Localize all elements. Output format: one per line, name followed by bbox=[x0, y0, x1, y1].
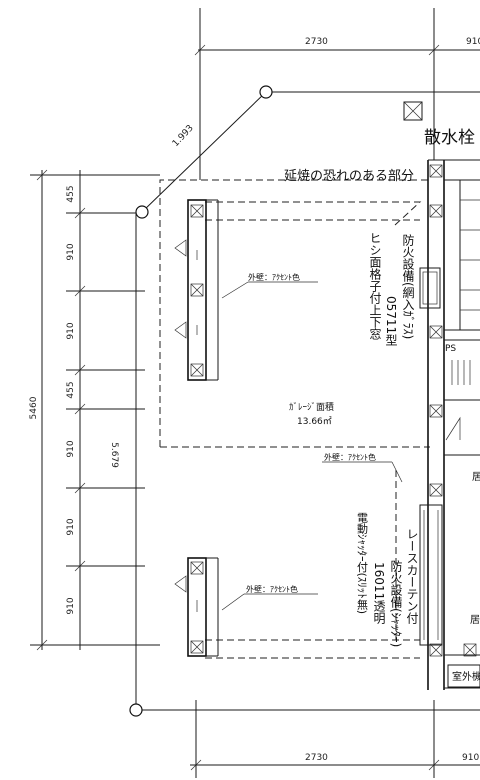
outer-wall-accent-label-3: 外壁：ｱｸｾﾝﾄ色 bbox=[246, 584, 298, 594]
dim-bottom-2730: 2730 bbox=[305, 753, 328, 763]
reference-point-bottom bbox=[129, 703, 143, 717]
dim-top-910: 910 bbox=[466, 37, 480, 47]
dim-left-seg-3: 910 bbox=[66, 322, 76, 339]
room-label-partial-1: 居 bbox=[472, 471, 480, 483]
dim-bottom-910: 910 bbox=[462, 753, 479, 763]
dim-top-2730: 2730 bbox=[305, 37, 328, 47]
dim-left-seg-2: 910 bbox=[66, 243, 76, 260]
garage-outline bbox=[205, 201, 422, 659]
room-label-partial-2: 居 bbox=[470, 614, 480, 626]
top-dimension: 2730 910 bbox=[194, 8, 480, 180]
window-spec-line-1: ヒシ面格子付上下窓 bbox=[368, 232, 382, 340]
garage-area-title: ｶﾞﾚｰｼﾞ面積 bbox=[289, 401, 334, 413]
shutter-spec-line-4: レースカーテン付 bbox=[405, 528, 419, 625]
outer-wall-accent-label-2: 外壁：ｱｸｾﾝﾄ色 bbox=[324, 452, 376, 462]
shutter-spec-line-2: 16011透明 bbox=[372, 562, 386, 625]
dim-left-seg-1: 455 bbox=[66, 185, 76, 202]
window-spec-line-2: 05711型 bbox=[384, 296, 398, 346]
dim-left-5460: 5460 bbox=[29, 396, 39, 419]
fire-spread-area-label: 延焼の恐れのある部分 bbox=[284, 169, 414, 184]
reference-point-top bbox=[259, 85, 273, 99]
outer-wall-accent-label-1: 外壁：ｱｸｾﾝﾄ色 bbox=[248, 272, 300, 282]
sprinkler-symbol bbox=[403, 101, 423, 121]
dim-left-seg-5: 910 bbox=[66, 440, 76, 457]
window-spec-line-3: 防火設備(網入ｶﾞﾗｽ) bbox=[401, 233, 415, 340]
dim-left-seg-4: 455 bbox=[66, 381, 76, 398]
house-wall bbox=[419, 159, 480, 690]
shutter-spec-line-3: 防火設備(ｼｬｯﾀｰ) bbox=[389, 559, 403, 648]
dim-diagonal: 1.993 bbox=[171, 123, 196, 149]
sprinkler-label: 散水栓 bbox=[424, 128, 475, 148]
bottom-dimension: 2730 910 bbox=[190, 700, 480, 778]
fire-spread-boundary bbox=[159, 179, 430, 448]
wall-panel-upper bbox=[174, 199, 219, 381]
garage-area-value: 13.66㎡ bbox=[297, 416, 332, 427]
outdoor-unit-label: 室外機 bbox=[452, 670, 480, 683]
dim-left-seg-6: 910 bbox=[66, 518, 76, 535]
dim-boundary-length: 5.679 bbox=[109, 442, 119, 468]
left-dimension: 5460 455 910 910 455 910 910 910 bbox=[29, 169, 160, 651]
leader-lines bbox=[221, 281, 403, 611]
reference-point-left bbox=[135, 205, 149, 219]
shutter-spec-line-1: 電動ｼｬｯﾀｰ付(ｽﾘｯﾄ無) bbox=[356, 512, 369, 614]
ps-label: PS bbox=[445, 344, 456, 354]
wall-panel-lower bbox=[174, 557, 219, 657]
dim-left-seg-7: 910 bbox=[66, 597, 76, 614]
